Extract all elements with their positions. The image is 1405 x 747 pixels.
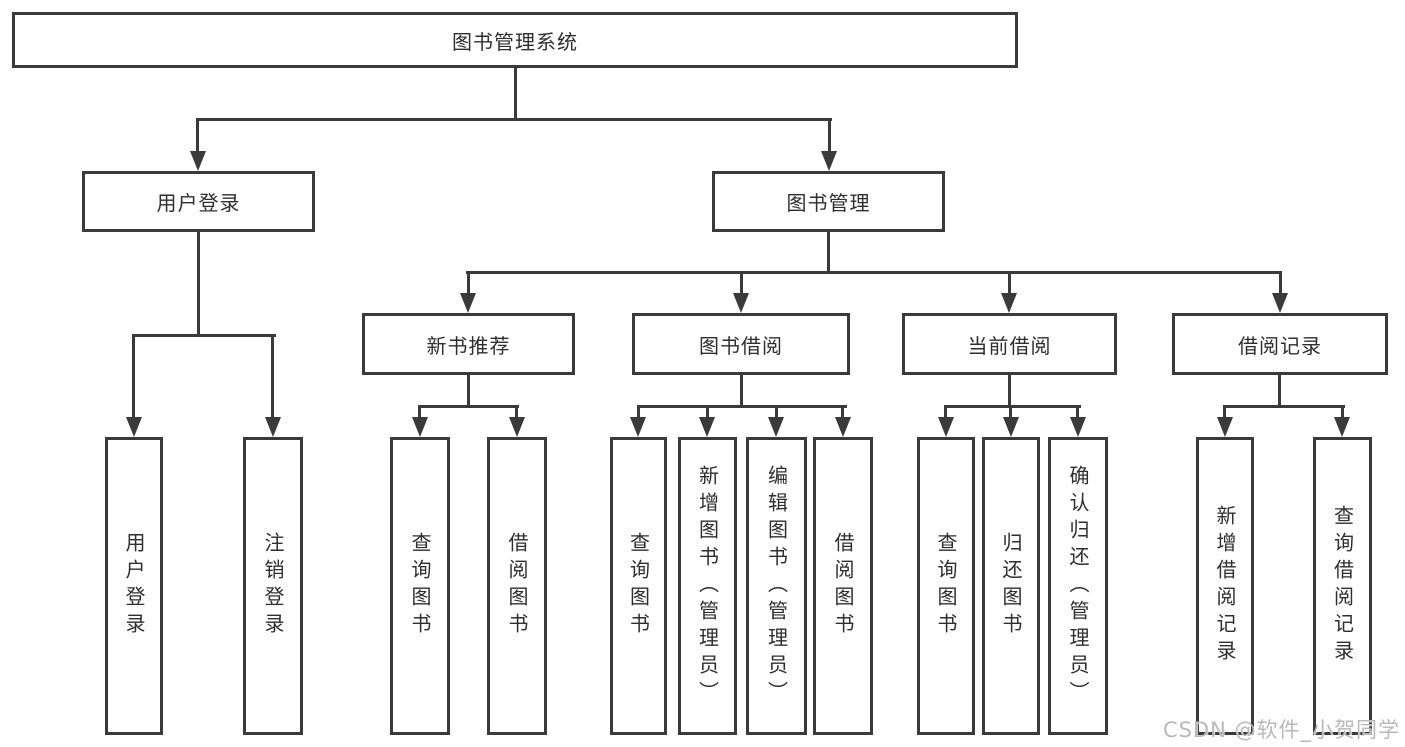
watermark: CSDN @软件_小贺同学	[1162, 718, 1400, 742]
node-label: 借阅图书	[505, 532, 529, 640]
arrow-down-icon	[835, 417, 851, 437]
leaf-user-login: 用户登录	[105, 437, 163, 735]
connector-line	[418, 405, 421, 417]
leaf-edit-book-admin: 编辑图书（管理员）	[746, 437, 807, 735]
arrow-down-icon	[938, 417, 954, 437]
node-label: 查询图书	[934, 532, 958, 640]
arrow-down-icon	[126, 417, 142, 437]
node-new-book-recommend: 新书推荐	[362, 313, 575, 375]
connector-line	[466, 271, 1282, 274]
connector-line	[196, 118, 199, 151]
node-label: 新增图书（管理员）	[695, 464, 720, 708]
node-label: 图书借阅	[699, 333, 783, 358]
node-user-login: 用户登录	[82, 171, 315, 232]
arrow-down-icon	[1003, 417, 1019, 437]
node-label: 新增借阅记录	[1213, 505, 1237, 667]
arrow-down-icon	[1001, 293, 1017, 313]
arrow-down-icon	[1334, 417, 1350, 437]
arrow-down-icon	[768, 417, 784, 437]
node-label: 确认归还（管理员）	[1066, 464, 1090, 708]
connector-line	[1278, 375, 1281, 408]
connector-line	[1008, 271, 1011, 293]
connector-line	[740, 375, 743, 408]
leaf-logout: 注销登录	[243, 437, 303, 735]
leaf-query-books-borrowing: 查询图书	[610, 437, 667, 735]
connector-line	[827, 232, 830, 274]
arrow-down-icon	[1217, 417, 1233, 437]
node-library-system: 图书管理系统	[12, 12, 1018, 68]
leaf-return-books: 归还图书	[982, 437, 1040, 735]
node-label: 注销登录	[261, 532, 285, 640]
node-label: 查询图书	[626, 532, 651, 640]
leaf-borrow-books-recommend: 借阅图书	[487, 437, 547, 735]
connector-line	[1009, 405, 1012, 417]
node-current-borrowing: 当前借阅	[902, 313, 1117, 375]
connector-line	[944, 405, 947, 417]
connector-line	[418, 405, 519, 408]
node-label: 用户登录	[156, 191, 241, 215]
arrow-down-icon	[630, 417, 646, 437]
connector-line	[828, 118, 831, 151]
arrow-down-icon	[509, 417, 525, 437]
node-label: 查询借阅记录	[1330, 505, 1355, 667]
node-label: 查询图书	[408, 532, 432, 640]
node-book-management: 图书管理	[712, 171, 945, 232]
connector-line	[1341, 405, 1344, 417]
node-book-borrowing: 图书借阅	[632, 313, 850, 375]
connector-line	[775, 405, 778, 417]
connector-line	[1076, 405, 1079, 417]
connector-line	[841, 405, 844, 417]
node-label: 用户登录	[122, 532, 146, 640]
arrow-down-icon	[190, 151, 206, 171]
connector-line	[514, 68, 517, 121]
connector-line	[132, 334, 276, 337]
node-borrowing-records: 借阅记录	[1172, 313, 1388, 375]
arrow-down-icon	[1070, 417, 1086, 437]
arrow-down-icon	[699, 417, 715, 437]
connector-line	[637, 405, 847, 408]
arrow-down-icon	[412, 417, 428, 437]
connector-line	[197, 232, 200, 337]
node-label: 借阅记录	[1238, 333, 1322, 358]
leaf-query-borrow-record: 查询借阅记录	[1313, 437, 1372, 735]
arrow-down-icon	[821, 151, 837, 171]
leaf-add-book-admin: 新增图书（管理员）	[678, 437, 737, 735]
leaf-confirm-return-admin: 确认归还（管理员）	[1048, 437, 1108, 735]
arrow-down-icon	[733, 293, 749, 313]
connector-line	[1223, 405, 1345, 408]
connector-line	[1008, 375, 1011, 408]
connector-line	[740, 271, 743, 293]
connector-line	[944, 405, 1081, 408]
connector-line	[132, 334, 135, 417]
node-label: 当前借阅	[967, 333, 1052, 358]
connector-line	[1279, 271, 1282, 293]
arrow-down-icon	[265, 417, 281, 437]
node-label: 编辑图书（管理员）	[764, 464, 789, 708]
node-label: 新书推荐	[426, 333, 511, 358]
node-label: 借阅图书	[831, 532, 855, 640]
leaf-query-books-current: 查询图书	[917, 437, 975, 735]
connector-line	[271, 334, 274, 417]
connector-line	[515, 405, 518, 417]
connector-line	[1223, 405, 1226, 417]
connector-line	[637, 405, 640, 417]
connector-line	[467, 375, 470, 408]
leaf-borrow-books-borrowing: 借阅图书	[813, 437, 873, 735]
node-label: 归还图书	[999, 532, 1023, 640]
leaf-add-borrow-record: 新增借阅记录	[1196, 437, 1254, 735]
arrow-down-icon	[1272, 293, 1288, 313]
connector-line	[467, 271, 470, 293]
node-label: 图书管理系统	[452, 29, 578, 54]
connector-line	[196, 118, 832, 121]
connector-line	[706, 405, 709, 417]
arrow-down-icon	[460, 293, 476, 313]
leaf-query-books-recommend: 查询图书	[390, 437, 450, 735]
node-label: 图书管理	[786, 191, 871, 215]
